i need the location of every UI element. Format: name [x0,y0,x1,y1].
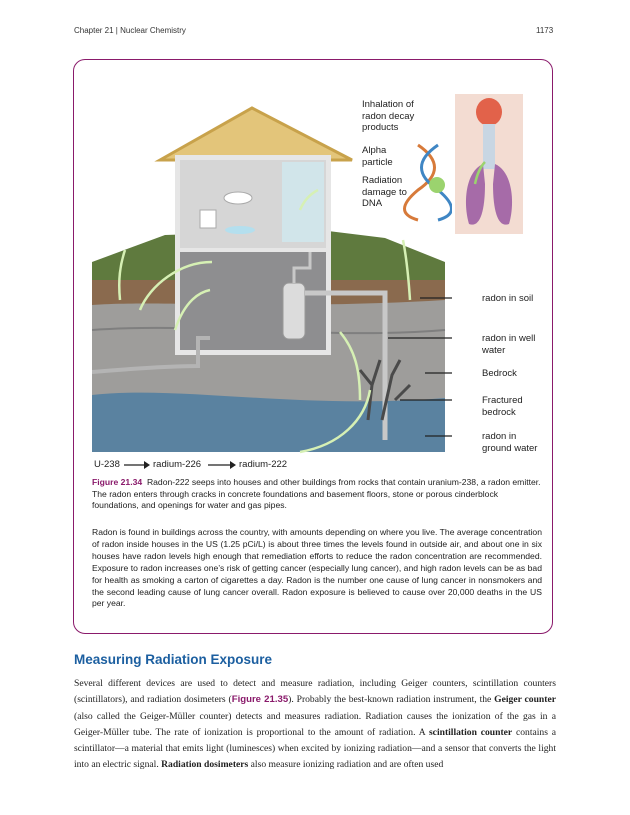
toilet [199,209,217,229]
chapter-header: Chapter 21 | Nuclear Chemistry [74,26,186,35]
fractures [358,359,412,421]
caption-text: Radon-222 seeps into houses and other bu… [92,477,541,511]
body-text-4: contains a scintillator—a material that … [74,726,557,771]
feature-box [73,59,553,634]
label-inhalation: Inhalation of radon decay products [362,99,415,133]
body-text-5: also measure ionizing radiation and are … [248,759,444,771]
body-text-2: ). Probably the best-known radiation ins… [288,694,495,706]
water-heater [282,282,306,340]
decay-arrow-2 [208,461,236,469]
decay-radium222: radium-222 [239,459,288,470]
section-title: Measuring Radiation Exposure [74,652,273,667]
decay-radium226: radium-226 [153,459,202,470]
dna-illustration [403,143,452,222]
decay-arrow-1 [124,461,150,469]
body-text-3: (also called the Geiger-Müller counter) … [74,710,556,738]
alpha-burst [429,177,445,193]
figure-number: Figure 21.34 [92,477,143,487]
figure-link[interactable]: Figure 21.35 [231,694,289,706]
term-radiation-dosimeters: Radiation dosimeters [161,759,249,771]
label-damage: Radiation damage to DNA [362,175,407,209]
radon-illustration [92,106,452,454]
label-well: radon in well water [482,333,536,356]
decay-u238: U-238 [94,459,120,470]
leader-lines [388,297,452,437]
drain [225,226,255,234]
label-soil: radon in soil [482,293,534,304]
body-text-1: Several different devices are used to de… [74,678,556,706]
body-paragraph: Several different devices are used to de… [74,676,556,774]
label-groundwater: radon in ground water [482,431,538,454]
gas-pipe [92,336,210,374]
feature-paragraph: Radon is found in buildings across the c… [92,527,542,609]
roof [154,106,353,162]
label-alpha: Alpha particle [362,145,393,168]
figure-caption: Figure 21.34 Radon-222 seeps into houses… [92,477,542,512]
sink [223,191,253,205]
radon-arrows [117,188,412,454]
label-fractured: Fractured bedrock [482,395,523,418]
page-number: 1173 [536,26,554,35]
term-geiger-counter: Geiger counter [494,694,556,706]
groundwater-layer [92,392,445,452]
label-bedrock: Bedrock [482,368,517,379]
lungs-graphic [455,94,523,234]
term-scintillation-counter: scintillation counter [428,726,513,738]
well-pipe [305,290,388,440]
